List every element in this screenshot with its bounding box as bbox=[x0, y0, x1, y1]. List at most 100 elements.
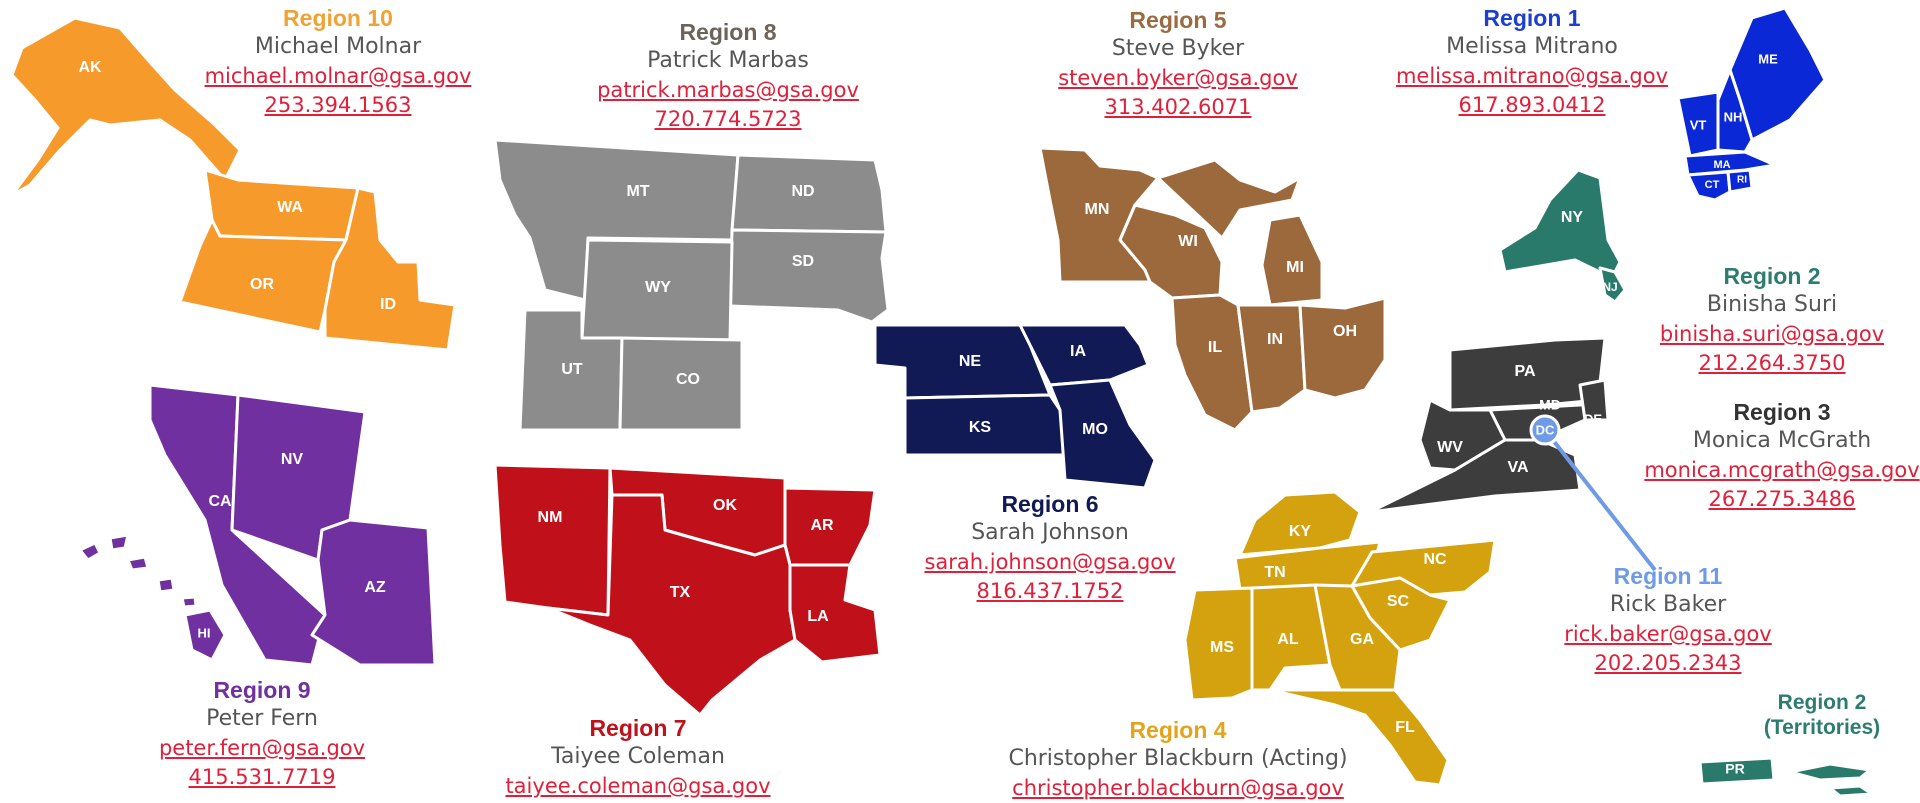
contact-name: Melissa Mitrano bbox=[1446, 34, 1618, 59]
state-co[interactable] bbox=[618, 336, 744, 432]
label-tx: TX bbox=[670, 584, 691, 601]
label-va: VA bbox=[1507, 459, 1528, 476]
contact-phone-link[interactable]: 253.394.1563 bbox=[264, 93, 412, 117]
label-nd: ND bbox=[791, 183, 814, 200]
region-title: Region 8 bbox=[679, 19, 777, 45]
contact-name: Peter Fern bbox=[206, 706, 318, 731]
state-pr[interactable] bbox=[1698, 756, 1776, 786]
state-de[interactable] bbox=[1578, 378, 1610, 422]
region-3-contact: Region 3 Monica McGrath monica.mcgrath@g… bbox=[1644, 398, 1919, 514]
region-title: Region 2 bbox=[1723, 263, 1821, 289]
region-11-connector-line bbox=[1543, 428, 1657, 572]
contact-email-link[interactable]: patrick.marbas@gsa.gov bbox=[597, 78, 859, 102]
label-hi: HI bbox=[198, 625, 211, 640]
contact-name: Sarah Johnson bbox=[971, 520, 1129, 545]
contact-email-link[interactable]: binisha.suri@gsa.gov bbox=[1659, 322, 1885, 346]
contact-email-link[interactable]: taiyee.coleman@gsa.gov bbox=[505, 774, 771, 798]
state-hi[interactable] bbox=[78, 533, 227, 662]
state-ky[interactable] bbox=[1238, 490, 1362, 557]
region-7-contact: Region 7 Taiyee Coleman taiyee.coleman@g… bbox=[505, 714, 770, 801]
contact-phone-link[interactable]: 313.402.6071 bbox=[1104, 95, 1252, 119]
region-6-states bbox=[873, 323, 1157, 490]
region-title: Region 11 bbox=[1613, 563, 1723, 589]
contact-email-link[interactable]: melissa.mitrano@gsa.gov bbox=[1395, 64, 1669, 88]
usvi-islands bbox=[1788, 762, 1874, 798]
region-title: Region 9 bbox=[213, 677, 311, 703]
label-fl: FL bbox=[1395, 719, 1415, 736]
label-nv: NV bbox=[281, 451, 304, 468]
state-il[interactable] bbox=[1170, 293, 1254, 432]
contact-phone-link[interactable]: 720.774.5723 bbox=[654, 107, 802, 131]
label-ok: OK bbox=[713, 497, 737, 514]
region-5-states bbox=[1038, 146, 1387, 432]
state-sd[interactable] bbox=[728, 228, 890, 324]
state-nj[interactable] bbox=[1598, 266, 1627, 304]
contact-phone-link[interactable]: 202.205.2343 bbox=[1594, 651, 1742, 675]
label-pa: PA bbox=[1514, 363, 1535, 380]
contact-phone-link[interactable]: 212.264.3750 bbox=[1698, 351, 1846, 375]
contact-phone-link[interactable]: 267.275.3486 bbox=[1708, 487, 1856, 511]
state-oh[interactable] bbox=[1298, 296, 1387, 400]
contact-email-link[interactable]: sarah.johnson@gsa.gov bbox=[924, 550, 1176, 574]
region-10-contact: Region 10 Michael Molnar michael.molnar@… bbox=[205, 4, 472, 120]
contact-email-link[interactable]: peter.fern@gsa.gov bbox=[158, 736, 366, 760]
label-il: IL bbox=[1208, 339, 1222, 356]
label-co: CO bbox=[676, 371, 700, 388]
state-az[interactable] bbox=[310, 518, 437, 667]
label-nh: NH bbox=[1724, 109, 1743, 124]
label-id: ID bbox=[380, 296, 396, 313]
label-nc: NC bbox=[1423, 551, 1447, 568]
label-ia: IA bbox=[1070, 343, 1086, 360]
state-dc[interactable] bbox=[1529, 414, 1561, 446]
region-title: Region 3 bbox=[1733, 399, 1831, 425]
contact-email-link[interactable]: rick.baker@gsa.gov bbox=[1564, 622, 1772, 646]
state-la[interactable] bbox=[788, 563, 882, 664]
state-ma[interactable] bbox=[1683, 150, 1777, 177]
state-nd[interactable] bbox=[730, 153, 888, 234]
state-ia[interactable] bbox=[1018, 323, 1150, 387]
label-ca: CA bbox=[208, 493, 232, 510]
region-9-contact: Region 9 Peter Fern peter.fern@gsa.gov 4… bbox=[159, 676, 365, 792]
label-ut: UT bbox=[561, 361, 583, 378]
state-ct[interactable] bbox=[1686, 170, 1732, 202]
contact-phone-link[interactable]: 816.437.1752 bbox=[976, 579, 1124, 603]
contact-email-link[interactable]: michael.molnar@gsa.gov bbox=[204, 64, 472, 88]
state-ri[interactable] bbox=[1726, 168, 1754, 194]
contact-email-link[interactable]: christopher.blackburn@gsa.gov bbox=[1012, 776, 1344, 800]
state-tx[interactable] bbox=[546, 493, 797, 717]
state-mo[interactable] bbox=[1048, 378, 1157, 490]
region-2-contact: Region 2 Binisha Suri binisha.suri@gsa.g… bbox=[1660, 262, 1884, 378]
contact-email-link[interactable]: steven.byker@gsa.gov bbox=[1058, 66, 1298, 90]
state-mi[interactable] bbox=[1156, 158, 1324, 307]
state-vt[interactable] bbox=[1676, 90, 1720, 158]
contact-name: Taiyee Coleman bbox=[551, 744, 725, 769]
label-sc: SC bbox=[1387, 593, 1410, 610]
region-1-states bbox=[1676, 6, 1827, 202]
state-ak[interactable] bbox=[10, 16, 242, 197]
region-7-states bbox=[493, 463, 882, 717]
label-ks: KS bbox=[969, 419, 992, 436]
contact-email-link[interactable]: monica.mcgrath@gsa.gov bbox=[1644, 458, 1920, 482]
state-ga[interactable] bbox=[1313, 583, 1402, 692]
contact-name: Binisha Suri bbox=[1706, 292, 1838, 317]
region-4-states bbox=[1183, 490, 1497, 787]
label-or: OR bbox=[250, 276, 274, 293]
state-in[interactable] bbox=[1236, 303, 1307, 414]
label-ny: NY bbox=[1561, 209, 1584, 226]
label-wa: WA bbox=[277, 199, 303, 216]
label-ak: AK bbox=[78, 59, 102, 76]
contact-name: Steve Byker bbox=[1111, 36, 1245, 61]
contact-name: Christopher Blackburn (Acting) bbox=[1008, 746, 1348, 771]
region-title: Region 7 bbox=[589, 715, 687, 741]
state-nm[interactable] bbox=[493, 463, 612, 617]
region-subtitle: (Territories) bbox=[1763, 716, 1881, 739]
state-fl[interactable] bbox=[1268, 688, 1450, 787]
contact-phone-link[interactable]: 415.531.7719 bbox=[188, 765, 336, 789]
contact-name: Patrick Marbas bbox=[647, 48, 809, 73]
label-mn: MN bbox=[1085, 201, 1110, 218]
state-id[interactable] bbox=[323, 186, 457, 352]
region-4-contact: Region 4 Christopher Blackburn (Acting) … bbox=[1008, 716, 1347, 803]
label-nj: NJ bbox=[1602, 280, 1617, 294]
contact-phone-link[interactable]: 617.893.0412 bbox=[1458, 93, 1606, 117]
label-la: LA bbox=[807, 608, 829, 625]
